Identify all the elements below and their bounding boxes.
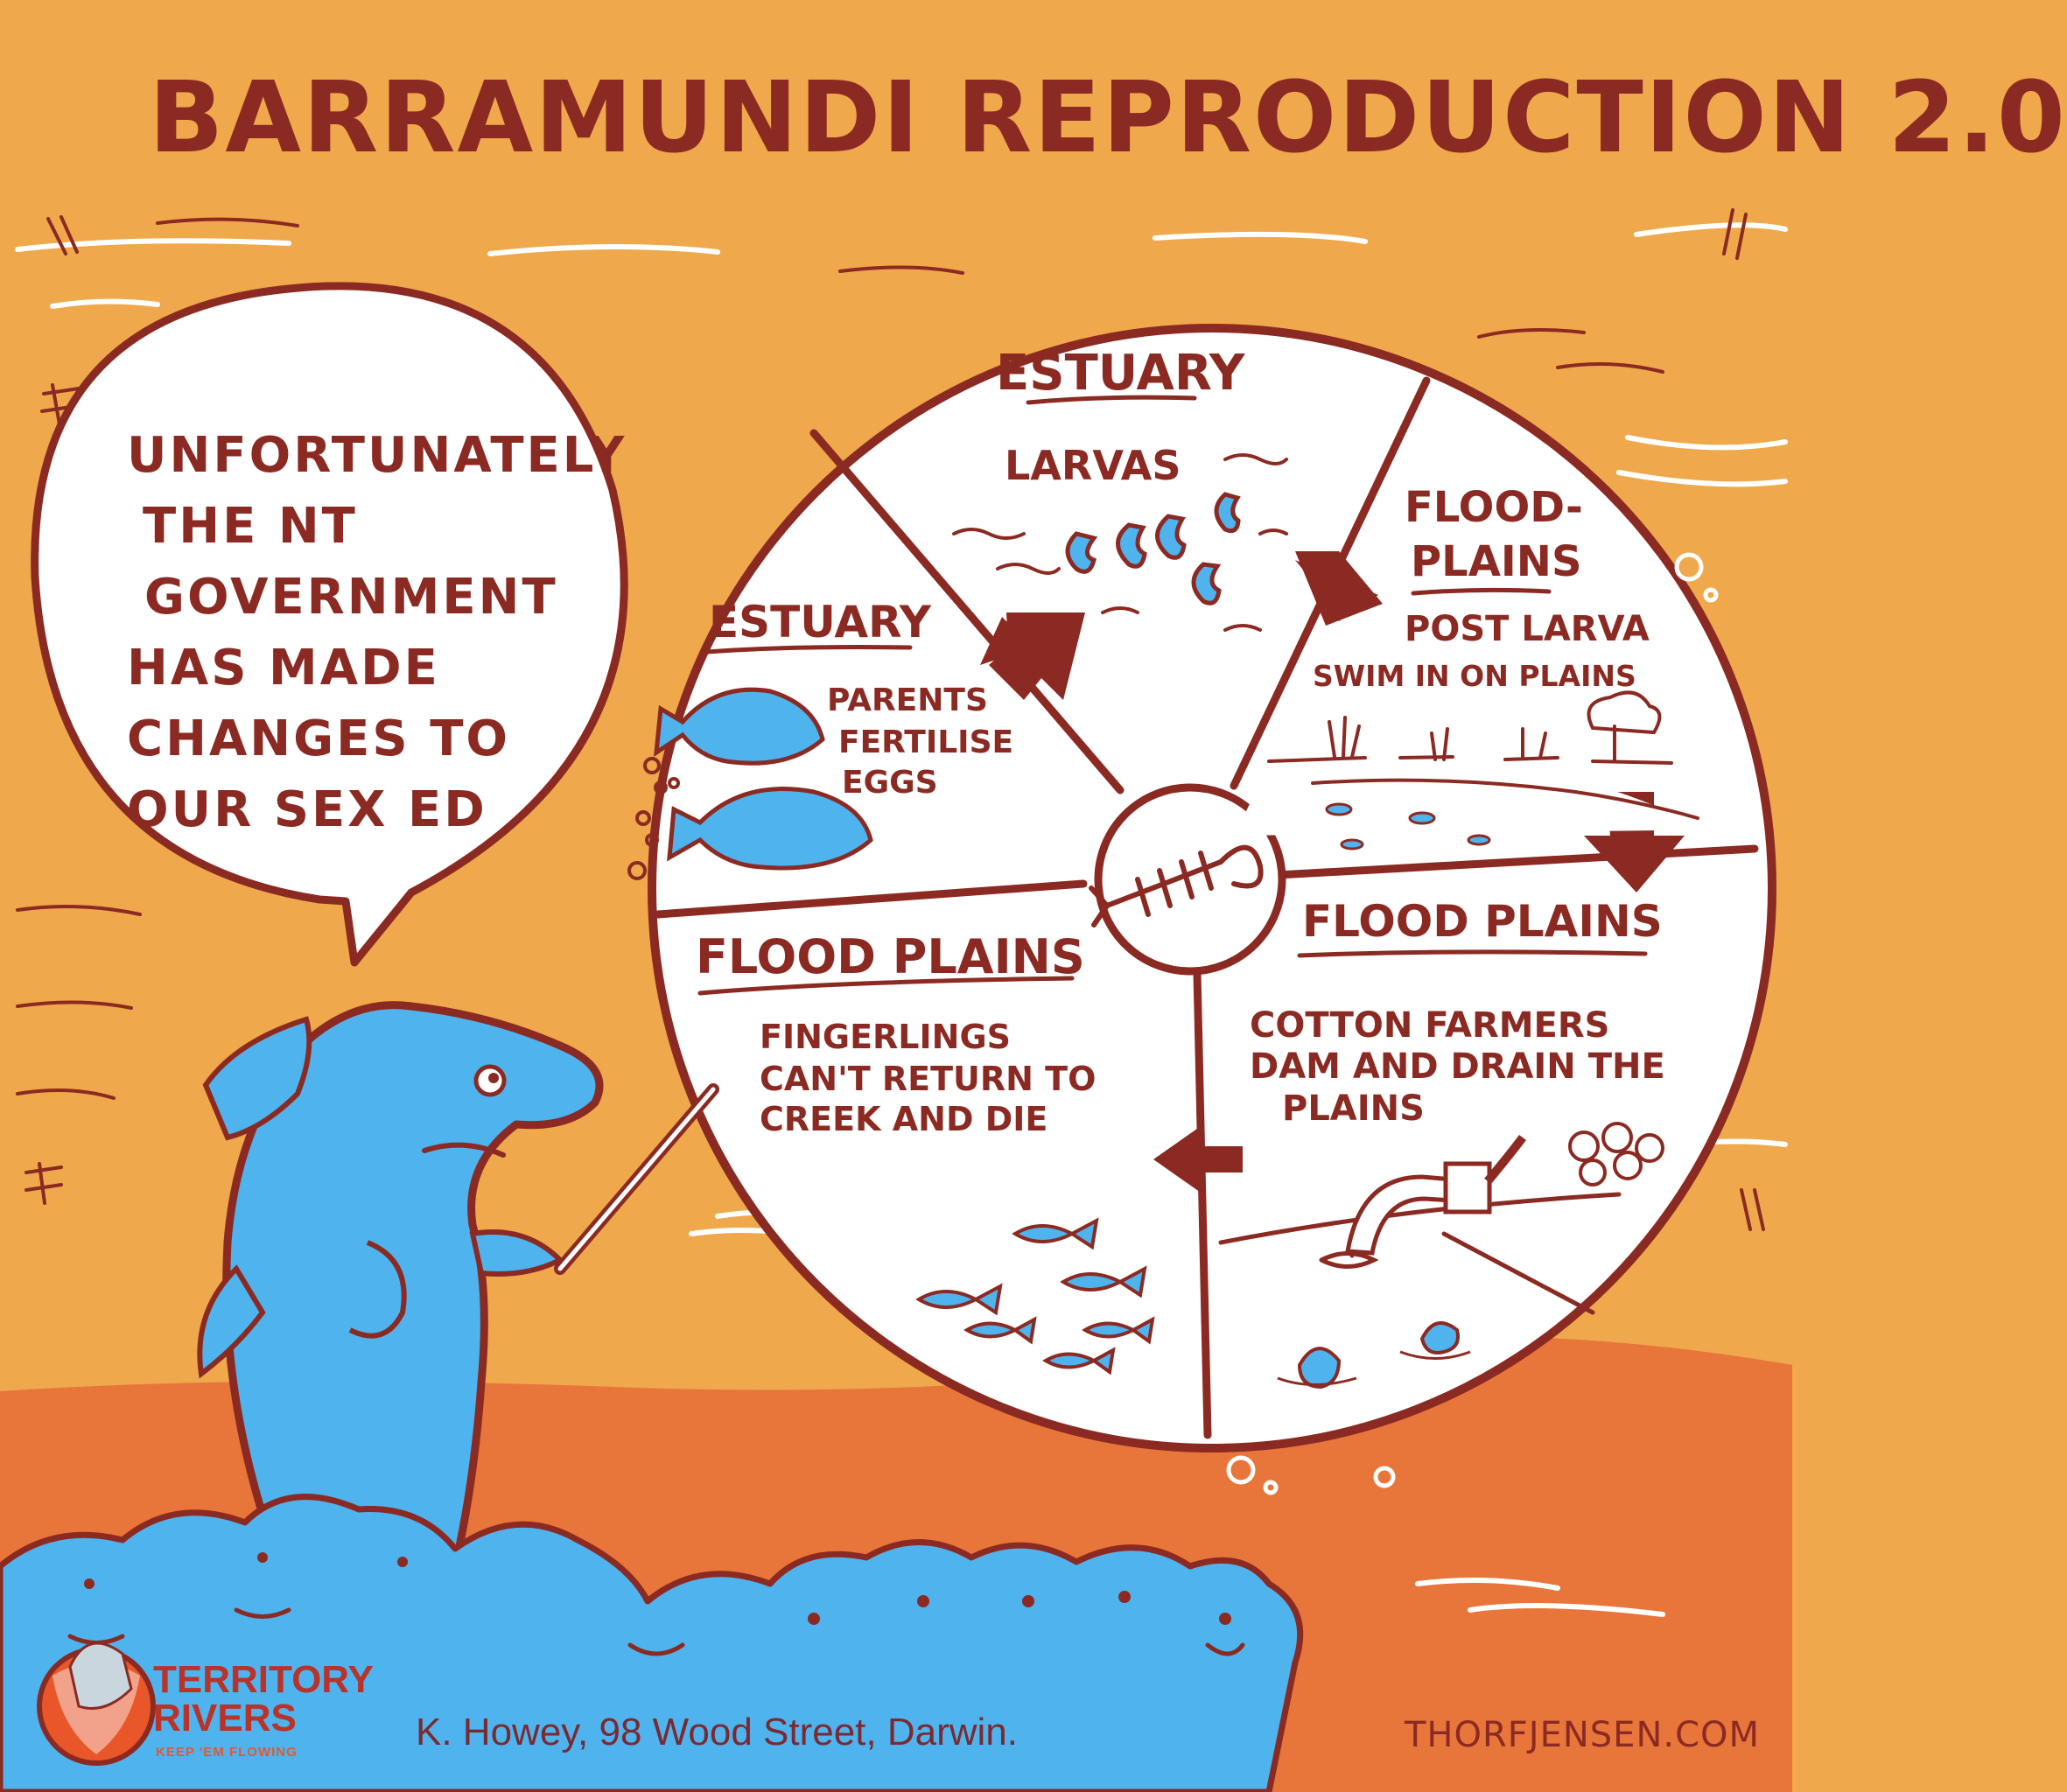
stage-texts: ESTUARY LARVAS ESTUARY PARENTS FERTILISE…	[696, 345, 1665, 1138]
pump-icon	[1443, 1161, 1492, 1214]
life-cycle-wheel: ESTUARY LARVAS ESTUARY PARENTS FERTILISE…	[627, 324, 1776, 1495]
stage-4-caption-2: DAM AND DRAIN THE	[1250, 1046, 1665, 1087]
stage-3-caption-2: SWIM IN ON PLAINS	[1313, 659, 1636, 693]
bubble-line-1: UNFORTUNATELY	[127, 427, 627, 484]
stage-5-caption-2: CAN'T RETURN TO	[760, 1060, 1096, 1098]
logo-line-1: TERRITORY	[153, 1658, 374, 1701]
bubble-line-2: THE NT	[143, 498, 358, 555]
parent-fish-2	[667, 787, 873, 871]
stage-1-caption-3: EGGS	[842, 765, 938, 801]
heading-underlines	[697, 395, 1648, 996]
bubble-line-3: GOVERNMENT	[144, 569, 558, 626]
stage-5-caption-3: CREEK AND DIE	[760, 1100, 1048, 1138]
bubble-line-4: HAS MADE	[127, 640, 440, 696]
arrow-estuary-to-larvas	[989, 612, 1085, 700]
stage-5-caption-1: FINGERLINGS	[760, 1018, 1011, 1056]
logo-tagline: KEEP 'EM FLOWING	[156, 1745, 298, 1760]
stage-4-caption-1: COTTON FARMERS	[1250, 1005, 1609, 1046]
logo-line-2: RIVERS	[153, 1697, 297, 1740]
stage-1-caption-1: PARENTS	[827, 682, 988, 718]
larvae-icons	[1065, 492, 1241, 606]
fish-skeleton-icon	[1089, 844, 1264, 928]
stranded-fish-icons	[1297, 1321, 1460, 1390]
divider-4	[1193, 969, 1212, 1439]
pectoral-fin	[469, 1229, 565, 1277]
speech-bubble-text: UNFORTUNATELY THE NT GOVERNMENT HAS MADE…	[127, 420, 627, 845]
stage-2-caption: LARVAS	[1005, 442, 1181, 489]
illustration: ESTUARY LARVAS ESTUARY PARENTS FERTILISE…	[0, 208, 1792, 1792]
website-link[interactable]: THORFJENSEN.COM	[1405, 1715, 1761, 1755]
floodplain-scene	[1234, 690, 1733, 850]
dorsal-fin	[202, 1016, 312, 1141]
comic-panel: ESTUARY LARVAS ESTUARY PARENTS FERTILISE…	[0, 61, 2067, 1792]
stage-3-caption-1: POST LARVA	[1405, 609, 1650, 649]
speech-bubble	[31, 282, 628, 967]
fingerling-icons	[915, 1217, 1155, 1376]
frown-mouth	[422, 1142, 506, 1158]
pointer-stick	[554, 1083, 719, 1275]
parent-fish-icons	[627, 687, 873, 880]
arrow-larvas-to-floodplains-b	[1295, 551, 1383, 626]
page-title: BARRAMUNDI REPRODUCTION 2.0	[149, 61, 2067, 175]
cotton-plants-icon	[1568, 1122, 1664, 1186]
authorisation-text: K. Howey, 98 Wood Street, Darwin.	[416, 1711, 1018, 1754]
bubble-line-5: CHANGES TO	[127, 710, 511, 767]
bubbles	[1226, 552, 1719, 1495]
stage-4-heading: FLOOD PLAINS	[1302, 896, 1663, 947]
arrow-farmers-to-fingerlings	[1153, 1124, 1243, 1194]
bubble-line-6: OUR SEX ED	[127, 781, 487, 838]
dam-pump-scene	[1218, 1122, 1664, 1390]
divider-1	[809, 429, 1125, 794]
territory-rivers-logo-icon	[37, 1642, 156, 1766]
parent-fish-1	[653, 687, 825, 766]
stage-2-heading: ESTUARY	[996, 345, 1246, 402]
divider-5	[654, 879, 1088, 919]
stage-3-heading-1: FLOOD-	[1405, 483, 1583, 532]
audience-fish	[0, 1494, 1304, 1792]
larvae-ripples	[952, 453, 1288, 632]
stage-3-heading-2: PLAINS	[1411, 537, 1582, 586]
stage-5-heading: FLOOD PLAINS	[696, 929, 1085, 984]
stage-4-caption-3: PLAINS	[1282, 1088, 1425, 1129]
stage-1-caption-2: FERTILISE	[838, 724, 1013, 760]
stage-1-heading: ESTUARY	[709, 597, 932, 648]
divider-3	[1273, 844, 1759, 879]
logo-wordmark: TERRITORY RIVERS	[153, 1661, 374, 1738]
teacher-fish	[197, 1001, 604, 1606]
